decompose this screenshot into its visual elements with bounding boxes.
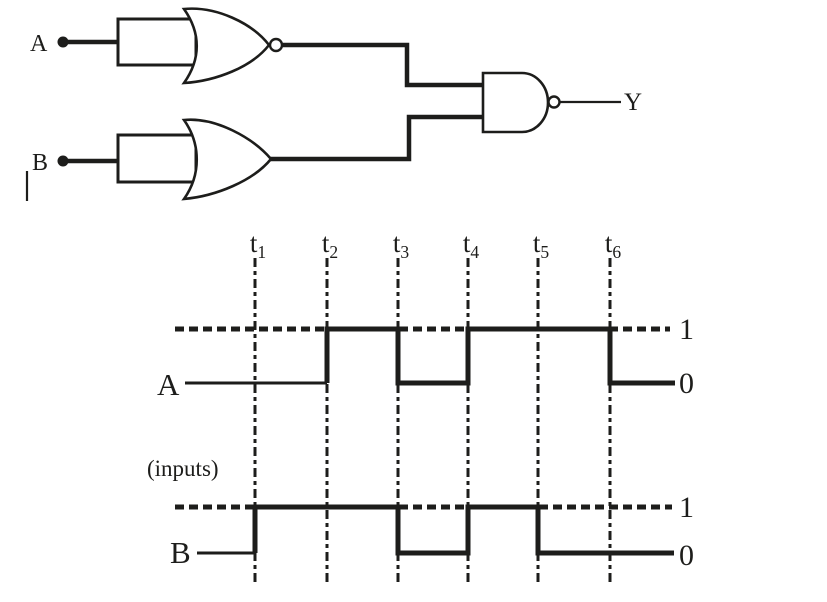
- nor-to-nand-wire: [282, 42, 484, 88]
- time-label-t5: t5: [533, 228, 550, 262]
- signal-a-high-label: 1: [679, 313, 694, 346]
- signal-a-label: A: [157, 367, 180, 402]
- input-b-label: B: [32, 150, 48, 176]
- or-to-nand-wire: [268, 114, 484, 162]
- nand-gate-bubble: [547, 95, 561, 109]
- nand-gate-icon: [481, 71, 550, 134]
- output-y-label: Y: [624, 89, 642, 116]
- input-a-label: A: [30, 31, 48, 57]
- time-label-t2: t2: [322, 228, 338, 262]
- input-b-box: [116, 133, 198, 184]
- input-a-box: [116, 17, 198, 67]
- time-label-t6: t6: [605, 228, 622, 262]
- input-a-node: [57, 36, 69, 48]
- signal-b-label: B: [170, 535, 191, 570]
- time-label-t1: t1: [250, 228, 266, 262]
- input-b-node: [57, 155, 69, 167]
- waveform-b: [252, 504, 674, 556]
- nor-gate-bubble: [268, 37, 284, 53]
- signal-b-low-label: 0: [679, 539, 694, 572]
- time-label-t3: t3: [393, 228, 410, 262]
- signal-a-low-label: 0: [679, 367, 694, 400]
- or-gate-icon: [181, 118, 273, 201]
- waveform-a: [324, 326, 675, 386]
- signal-b-high-label: 1: [679, 491, 694, 524]
- timing-diagram: t1 t2 t3 t4 t5 t6 A 1 0 (inputs) B 1 0: [147, 228, 694, 585]
- inputs-caption: (inputs): [147, 456, 219, 481]
- nor-gate-icon: [181, 7, 271, 85]
- time-label-t4: t4: [463, 228, 480, 262]
- waveform-layer: [175, 258, 675, 585]
- logic-circuit: A B Y: [25, 7, 642, 201]
